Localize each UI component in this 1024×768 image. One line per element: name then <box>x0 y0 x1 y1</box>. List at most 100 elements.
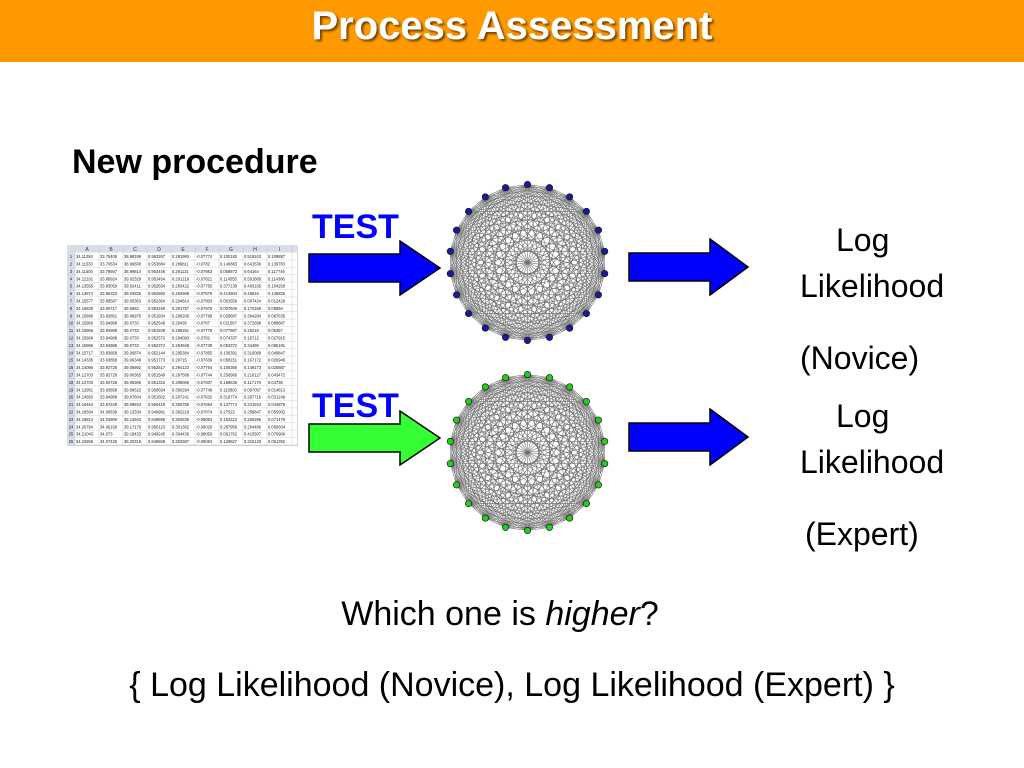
formula: { Log Likelihood (Novice), Log Likelihoo… <box>129 666 895 704</box>
sheet-cell: 0.952572 <box>148 336 166 341</box>
sheet-cell: 34.22855 <box>76 439 94 444</box>
sheet-cell: 0.415507 <box>244 432 262 437</box>
sheet-cell: 4 <box>70 276 73 281</box>
graph-node <box>545 333 553 341</box>
sheet-cell: 39.09843 <box>124 402 142 407</box>
output-expert-line1: Log <box>836 398 890 434</box>
sheet-cell: 34.15717 <box>76 350 94 355</box>
sheet-cell: 33.94988 <box>100 328 118 333</box>
sheet-cell: 39.06348 <box>124 358 142 363</box>
sheet-cell: 22 <box>69 410 74 415</box>
sheet-cell: 0.16712 <box>244 336 260 341</box>
sheet-cell: 39.07604 <box>124 395 142 400</box>
sheet-cell: -0.08059 <box>196 432 213 437</box>
sheet-col-header: C <box>133 247 137 253</box>
sheet-cell: 39.06622 <box>124 387 142 392</box>
graph-node <box>481 193 489 201</box>
sheet-cell: 33.94988 <box>100 395 118 400</box>
sheet-cell: 15 <box>69 358 74 363</box>
sheet-cell: 0.117179 <box>244 380 261 385</box>
graph-node <box>453 226 461 234</box>
sheet-cell: 0.077987 <box>220 328 238 333</box>
sheet-cell: 0.519243 <box>244 254 262 259</box>
sheet-cell: 0.055902 <box>268 410 286 415</box>
sheet-cell: 39.18433 <box>124 432 142 437</box>
graph-node <box>594 291 602 299</box>
sheet-cell: 20 <box>69 395 74 400</box>
sheet-cell: 0.108887 <box>268 254 286 259</box>
graph-node <box>453 416 461 424</box>
sheet-cell: 38.98199 <box>124 254 142 259</box>
sheet-cell: 0.310089 <box>244 350 262 355</box>
graph-node <box>502 523 510 531</box>
sheet-cell: -0.07799 <box>196 313 213 318</box>
sheet-cell: 19 <box>69 387 74 392</box>
sheet-cell: 0.129827 <box>220 439 238 444</box>
sheet-cell: 39.0733 <box>124 343 140 348</box>
sheet-cell: 0.953884 <box>148 262 166 267</box>
graph-node <box>566 383 574 391</box>
sheet-cell: 33.93858 <box>100 387 118 392</box>
sheet-cell: 0.266286 <box>244 417 262 422</box>
sheet-cell: 39.02329 <box>124 276 142 281</box>
sheet-cell: 33.75405 <box>100 254 118 259</box>
graph-node <box>453 291 461 299</box>
graph-node <box>446 460 454 468</box>
sheet-cell: 33.93858 <box>100 358 118 363</box>
sheet-cell: 0.304436 <box>172 432 190 437</box>
sheet-cell: 0.952364 <box>148 299 166 304</box>
sheet-cell: 0.949245 <box>148 432 166 437</box>
sheet-cell: 0.04735 <box>268 380 284 385</box>
sheet-cell: 0.952617 <box>148 365 166 370</box>
sheet-col-header: F <box>205 247 208 253</box>
sheet-cell: 0.097057 <box>244 387 262 392</box>
sheet-col-header: I <box>279 247 280 253</box>
graph-node <box>582 310 590 318</box>
sheet-cell: 33.97248 <box>100 402 118 407</box>
sheet-cell: 0.315133 <box>244 439 262 444</box>
sheet-cell: 0.104258 <box>268 284 286 289</box>
sheet-cell: -0.07821 <box>196 276 213 281</box>
sheet-cell: 39.20316 <box>124 439 142 444</box>
output-novice-line3: (Novice) <box>800 340 920 376</box>
sheet-cell: 33.76534 <box>100 262 118 267</box>
sheet-cell: 0.158636 <box>220 380 238 385</box>
sheet-cell: 0.949698 <box>148 417 166 422</box>
sheet-cell: -0.07778 <box>196 328 213 333</box>
sheet-cell: 0.953454 <box>148 276 166 281</box>
sheet-cell: 0.414804 <box>220 291 238 296</box>
graph-node <box>545 523 553 531</box>
graph-node <box>582 207 590 215</box>
sheet-cell: 16 <box>69 365 74 370</box>
sheet-cell: 0.297716 <box>244 395 262 400</box>
sheet-cell: 0.114555 <box>220 276 237 281</box>
sheet-cell: 34.13874 <box>76 291 94 296</box>
sheet-cell: 33.94988 <box>100 321 118 326</box>
graph-node <box>502 374 510 382</box>
sheet-cell: -0.07694 <box>196 402 213 407</box>
sheet-cell: 0.297586 <box>172 373 190 378</box>
sheet-cell: 39.06365 <box>124 380 142 385</box>
sheet-cell: 0.27522 <box>220 410 236 415</box>
sheet-cell: 0.949658 <box>148 439 166 444</box>
sheet-cell: -0.0782 <box>196 336 211 341</box>
test-label-expert: TEST <box>312 387 399 425</box>
output-expert-line3: (Expert) <box>805 516 919 552</box>
sheet-cell: 34.12951 <box>76 387 94 392</box>
sheet-cell: -0.0787 <box>196 321 211 326</box>
sheet-cell: -0.08029 <box>196 424 213 429</box>
graph-node <box>566 514 574 522</box>
sheet-cell: 0.292568 <box>172 291 190 296</box>
sheet-cell: -0.07739 <box>196 343 213 348</box>
sheet-cell: 0.64164 <box>244 269 260 274</box>
graph-node <box>601 460 609 468</box>
sheet-cell: 34.12101 <box>76 276 94 281</box>
question: Which one is higher? <box>0 595 1000 634</box>
graph-node <box>566 324 574 332</box>
graph-node <box>524 337 532 345</box>
sheet-cell: 0.149173 <box>244 365 262 370</box>
graph-node <box>446 270 454 278</box>
sheet-cell: 39.0733 <box>124 336 140 341</box>
sheet-cell: 0.951773 <box>148 358 166 363</box>
graph-node <box>582 500 590 508</box>
